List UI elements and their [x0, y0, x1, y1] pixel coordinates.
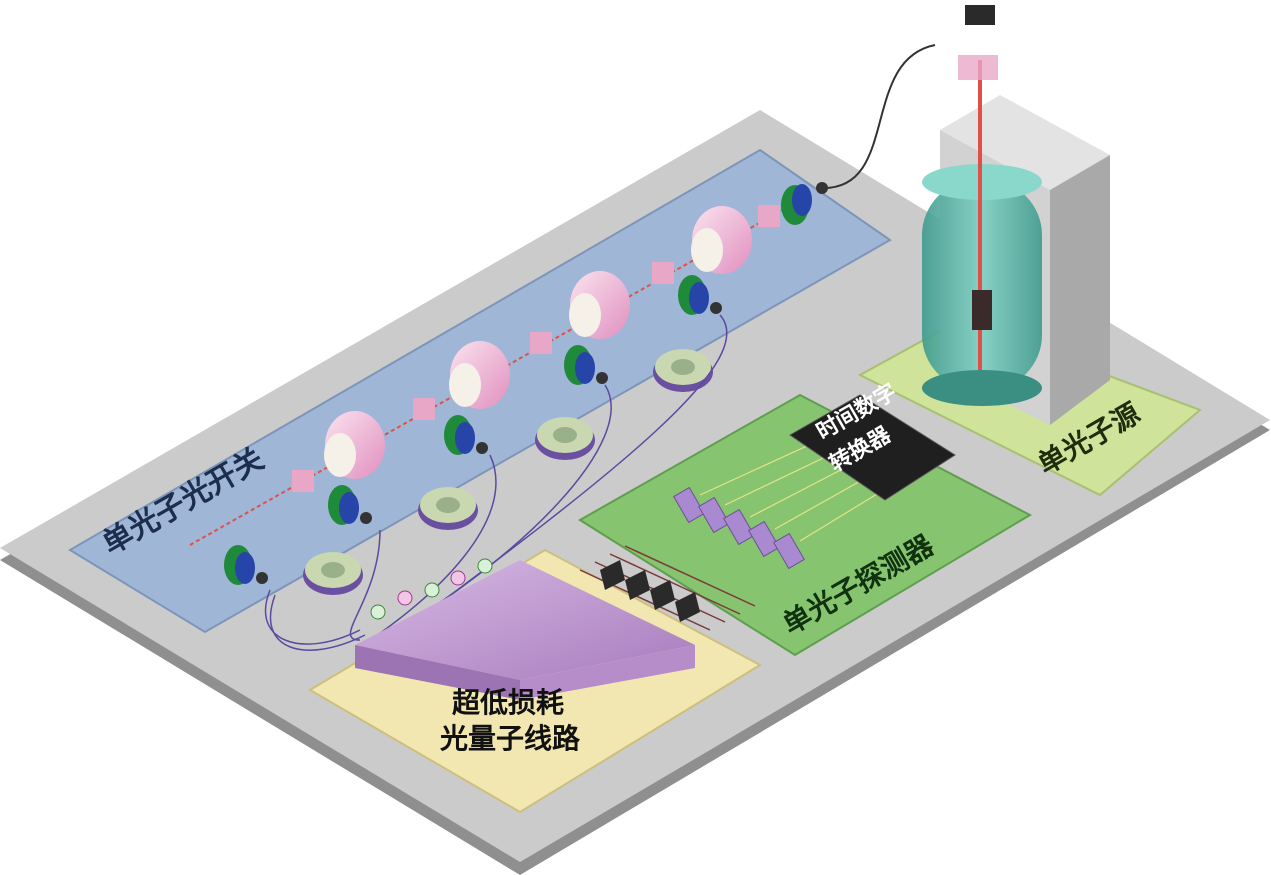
circuit-label-line2: 光量子线路	[439, 722, 581, 755]
fiber-spool	[418, 487, 478, 530]
beam-splitter	[413, 398, 435, 420]
detector-chip	[748, 520, 780, 558]
detector-connector	[675, 592, 700, 622]
fiber-cable	[821, 44, 936, 190]
beam-splitter	[652, 262, 674, 284]
detector-chip	[673, 486, 705, 524]
fiber-coupler	[444, 415, 488, 455]
detector-chip	[698, 496, 730, 534]
lens-row	[324, 206, 752, 479]
fiber-coupler	[678, 275, 722, 315]
lens-element	[324, 411, 385, 479]
cryostat-top-mount	[965, 5, 995, 25]
coupling-lens-row	[370, 558, 493, 620]
detector-connector	[625, 570, 650, 600]
beam-splitter	[758, 205, 780, 227]
beam-splitter-row	[292, 205, 780, 492]
fiber-spool	[653, 349, 713, 392]
fiber-spool	[535, 417, 595, 460]
circuit-label-line1: 超低损耗	[452, 686, 564, 719]
prism-icon	[355, 560, 695, 700]
fiber-coupler	[224, 545, 268, 585]
coupling-lens	[450, 570, 466, 586]
cryostat-icon	[821, 5, 1110, 425]
chip-icon	[789, 394, 956, 501]
detector-chip	[773, 532, 805, 570]
beam-splitter	[292, 470, 314, 492]
coupling-lens	[370, 604, 386, 620]
beam-splitter	[530, 332, 552, 354]
lens-element	[569, 271, 630, 339]
lens-element	[449, 341, 510, 409]
detector-connector	[600, 560, 625, 590]
coupling-lens	[397, 590, 413, 606]
coupling-lens	[424, 582, 440, 598]
coupler-row	[224, 182, 828, 585]
lens-element	[691, 206, 752, 274]
detector-connector-row	[579, 545, 756, 631]
fiber-spool	[303, 552, 363, 595]
fiber-spool-row	[303, 349, 713, 595]
fiber-coupler	[328, 485, 372, 525]
fiber-coupler	[564, 345, 608, 385]
detector-connector	[650, 580, 675, 610]
detector-chip	[723, 508, 755, 546]
coupling-lens	[477, 558, 493, 574]
